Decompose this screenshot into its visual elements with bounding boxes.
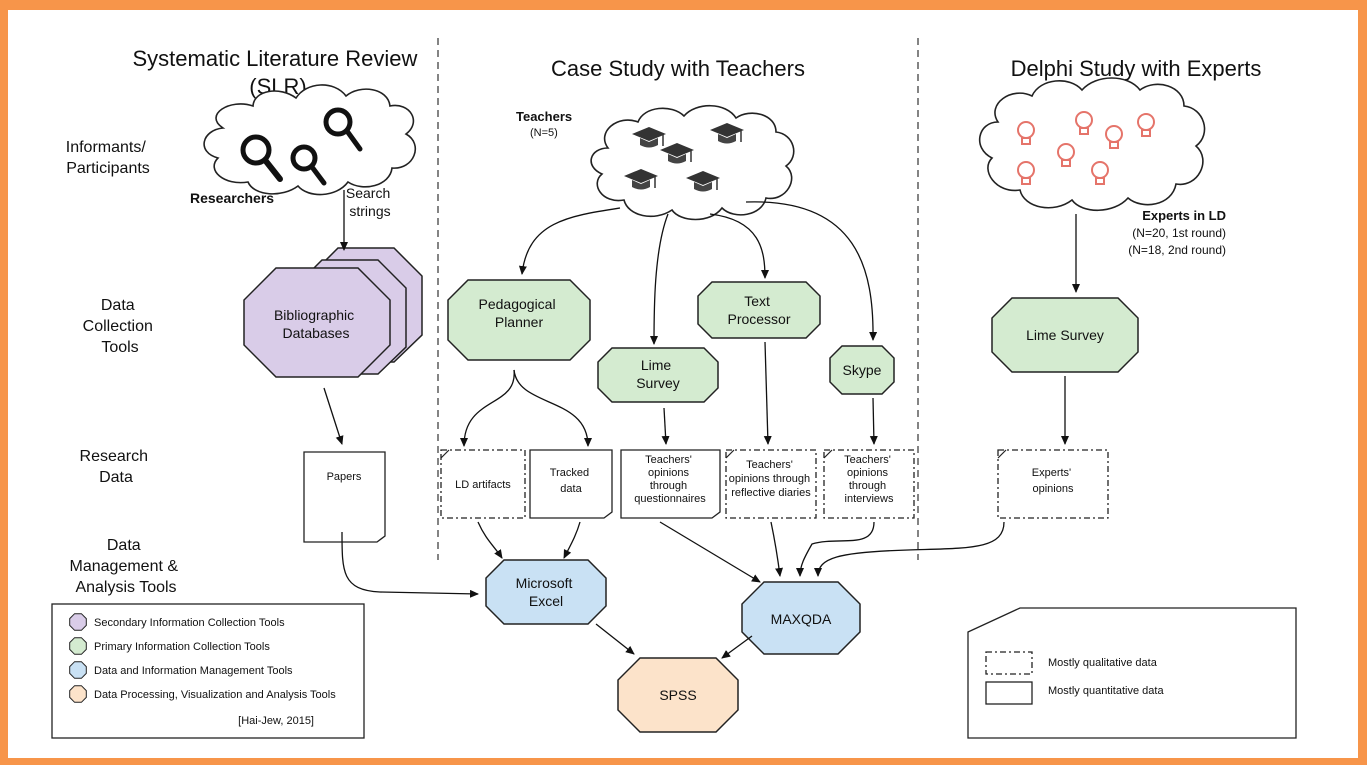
graduation-cap-icon xyxy=(660,143,694,164)
experts-label: Experts in LD xyxy=(1142,208,1226,223)
magnifier-icon xyxy=(290,144,327,186)
qualitative-label: Mostly qualitative data xyxy=(1048,657,1158,669)
bibliographic-databases-label: Bibliographic Databases xyxy=(274,307,358,341)
diaries-label: Teachers' opinions through reflective di… xyxy=(729,459,813,499)
doc-fold-mark xyxy=(997,449,1007,459)
ld-artifacts-doc xyxy=(440,449,526,519)
graduation-cap-icon xyxy=(686,171,720,192)
lime-survey-teachers-label: Lime Survey xyxy=(636,357,680,391)
row-label-research-data: Research Data xyxy=(80,448,153,486)
doc-fold-mark xyxy=(823,449,833,459)
legend-swatch xyxy=(69,661,87,679)
experts-cloud xyxy=(978,77,1206,211)
text-processor-node xyxy=(697,281,821,339)
tracked-data-label: Tracked data xyxy=(550,467,592,495)
lightbulb-icon xyxy=(1137,113,1155,137)
lightbulb-icon xyxy=(1017,161,1035,185)
tracked-data-doc xyxy=(529,449,613,519)
diagram-canvas: Systematic Literature Review (SLR) Case … xyxy=(8,10,1358,758)
legend-label: Data and Information Management Tools xyxy=(94,665,293,677)
data-type-legend-box xyxy=(967,607,1297,739)
text-processor-label: Text Processor xyxy=(727,293,790,327)
lightbulb-icon xyxy=(1105,125,1123,149)
search-strings-label: Search strings xyxy=(346,185,394,219)
skype-node xyxy=(829,345,895,395)
lime-survey-experts-label: Lime Survey xyxy=(1026,327,1104,343)
lightbulb-icon xyxy=(1091,161,1109,185)
legend-label: Primary Information Collection Tools xyxy=(94,641,270,653)
legend-swatch xyxy=(69,637,87,655)
legend-box xyxy=(51,603,365,739)
questionnaires-doc xyxy=(620,449,721,519)
research-method-diagram: Systematic Literature Review (SLR) Case … xyxy=(51,38,1297,739)
maxqda-label: MAXQDA xyxy=(771,611,832,627)
researchers-label: Researchers xyxy=(190,190,274,206)
microsoft-excel-label: Microsoft Excel xyxy=(516,575,577,609)
questionnaires-label: Teachers' opinions through questionnaire… xyxy=(634,454,706,505)
flow-arrows xyxy=(323,190,1080,659)
spss-node xyxy=(617,657,739,733)
papers-doc xyxy=(303,451,386,543)
quantitative-sample xyxy=(985,681,1033,705)
graduation-cap-icon xyxy=(624,169,658,190)
legend-swatch xyxy=(69,685,87,703)
pedagogical-planner-label: Pedagogical Planner xyxy=(479,296,560,330)
lightbulb-icon xyxy=(1017,121,1035,145)
experts-count-round1: (N=20, 1st round) xyxy=(1132,226,1226,240)
lime-survey-experts-node xyxy=(991,297,1139,373)
doc-fold-mark xyxy=(725,449,735,459)
legend-items: Secondary Information Collection ToolsPr… xyxy=(69,613,336,703)
ld-artifacts-label: LD artifacts xyxy=(455,479,511,491)
skype-label: Skype xyxy=(843,362,882,378)
experts-count-round2: (N=18, 2nd round) xyxy=(1128,243,1226,257)
lightbulb-icon xyxy=(1075,111,1093,135)
maxqda-node xyxy=(741,581,861,655)
experts-opinions-doc xyxy=(997,449,1109,519)
interviews-label: Teachers' opinions through interviews xyxy=(844,454,894,505)
interviews-doc xyxy=(823,449,915,519)
pedagogical-planner-node xyxy=(447,279,591,361)
teachers-count: (N=5) xyxy=(530,127,558,139)
legend-label: Secondary Information Collection Tools xyxy=(94,617,285,629)
bibliographic-databases-node xyxy=(243,267,391,378)
magnifier-icon xyxy=(240,134,283,182)
row-label-collection-tools: Data Collection Tools xyxy=(83,297,158,356)
magnifier-icon xyxy=(323,107,363,152)
column-title-case-study: Case Study with Teachers xyxy=(551,56,805,81)
papers-label: Papers xyxy=(327,471,362,483)
doc-fold-mark xyxy=(440,449,450,459)
teachers-label: Teachers xyxy=(516,109,572,124)
microsoft-excel-node xyxy=(485,559,607,625)
lightbulb-icon xyxy=(1057,143,1075,167)
lime-survey-teachers-node xyxy=(597,347,719,403)
graduation-cap-icon xyxy=(632,127,666,148)
legend-label: Data Processing, Visualization and Analy… xyxy=(94,689,336,701)
experts-opinions-label: Experts' opinions xyxy=(1032,467,1074,495)
legend-swatch xyxy=(69,613,87,631)
legend-citation: [Hai-Jew, 2015] xyxy=(238,715,314,727)
row-label-analysis-tools: Data Management & Analysis Tools xyxy=(70,537,183,596)
spss-label: SPSS xyxy=(659,687,696,703)
row-label-informants: Informants/ Participants xyxy=(66,139,150,177)
qualitative-sample xyxy=(985,651,1033,675)
researchers-cloud xyxy=(203,84,417,196)
graduation-cap-icon xyxy=(710,123,744,144)
column-title-delphi: Delphi Study with Experts xyxy=(1011,56,1262,81)
diaries-doc xyxy=(725,449,817,519)
quantitative-label: Mostly quantitative data xyxy=(1048,685,1164,697)
